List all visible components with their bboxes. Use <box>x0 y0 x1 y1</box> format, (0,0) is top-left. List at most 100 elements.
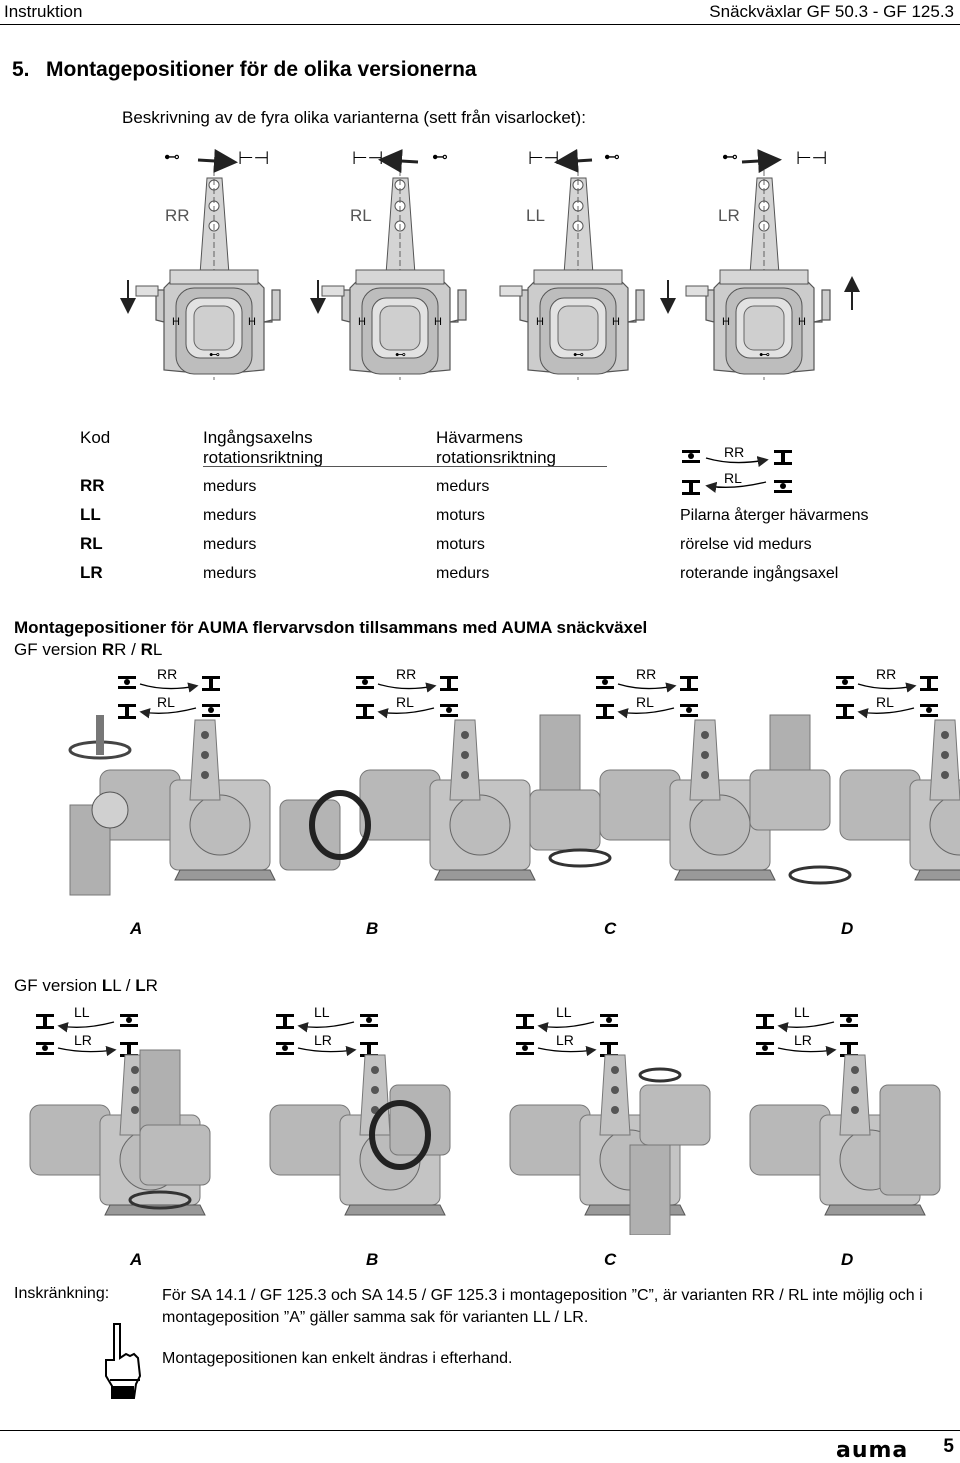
gf-version-rr-rl: GF version RR / RL <box>14 640 162 660</box>
ll-label: LL <box>74 1004 90 1020</box>
photo-d-ll <box>749 1054 941 1216</box>
rl-label: RL <box>396 694 414 710</box>
table-row-lever: moturs <box>436 536 485 553</box>
restriction-label: Inskränkning: <box>14 1285 110 1302</box>
table-row-code: RR <box>80 476 105 495</box>
position-label-d: D <box>841 1250 854 1269</box>
photo-a-ll <box>29 1049 211 1216</box>
lr-label: LR <box>74 1032 92 1048</box>
pointing-hand-icon <box>105 1323 142 1399</box>
gf-version-char: R <box>101 640 115 659</box>
drawing-rr: ⊷ ⊢⊣ <box>120 148 281 381</box>
table-header-lever-line2: rotationsriktning <box>436 448 557 467</box>
rl-label: RL <box>157 694 175 710</box>
position-label-c: C <box>604 1250 617 1269</box>
lr-label: LR <box>794 1032 812 1048</box>
page-number: 5 <box>943 1436 954 1457</box>
table-row-input: medurs <box>203 507 257 524</box>
photo-c-rr <box>529 714 776 881</box>
header-left: Instruktion <box>4 2 83 21</box>
variant-drawings: H H ⊷ ⊷ ⊢⊣ ⊢⊣ ⊷ ⊢⊣ ⊷ ⊷ ⊢⊣ <box>120 148 860 381</box>
gf-version-char: R <box>145 976 158 995</box>
gf-version-char: L <box>135 976 146 995</box>
photo-b-rr <box>279 719 536 881</box>
section-title-text: Montagepositioner för de olika versioner… <box>46 58 477 81</box>
gf-version-char: L / <box>112 976 136 995</box>
rr-label: RR <box>396 666 417 682</box>
rl-label: RL <box>876 694 894 710</box>
header-divider <box>0 24 960 25</box>
ll-label: LL <box>314 1004 330 1020</box>
restriction-note: Montagepositionen kan enkelt ändras i ef… <box>162 1350 513 1367</box>
svg-text:⊢⊣: ⊢⊣ <box>238 148 269 168</box>
photo-c-ll <box>509 1054 711 1235</box>
svg-text:⊢⊣: ⊢⊣ <box>528 148 559 168</box>
svg-text:⊷: ⊷ <box>604 149 620 166</box>
table-row-lever: moturs <box>436 507 485 524</box>
photo-a-rr <box>68 715 276 896</box>
position-label-a: A <box>130 919 143 938</box>
table-row-code: LR <box>80 563 103 582</box>
svg-text:⊷: ⊷ <box>164 149 180 166</box>
section-title: 5. Montagepositioner för de olika version… <box>12 58 477 82</box>
auma-section-title: Montagepositioner för AUMA flervarvsdon … <box>14 618 648 637</box>
header-right: Snäckväxlar GF 50.3 - GF 125.3 <box>709 2 954 21</box>
lr-label: LR <box>314 1032 332 1048</box>
photo-d-rr <box>749 714 960 885</box>
position-label-a: A <box>130 1250 143 1269</box>
variant-label-lr: LR <box>718 206 740 225</box>
legend-note-line2: rörelse vid medurs <box>680 536 812 553</box>
table-row-input: medurs <box>203 565 257 582</box>
gf-version-prefix: GF version <box>14 640 102 659</box>
gf-version-char: L <box>152 640 163 659</box>
table-row-code: LL <box>80 505 101 524</box>
ll-label: LL <box>556 1004 572 1020</box>
table-header-input-line2: rotationsriktning <box>203 448 324 467</box>
legend-note-line1: Pilarna återger hävarmens <box>680 507 869 524</box>
restriction-text: För SA 14.1 / GF 125.3 och SA 14.5 / GF … <box>162 1287 923 1326</box>
svg-text:⊷: ⊷ <box>432 149 448 166</box>
table-header-lever: Hävarmens rotationsriktning <box>436 428 556 468</box>
auma-logo: auma <box>836 1438 909 1463</box>
svg-text:⊢⊣: ⊢⊣ <box>352 148 383 168</box>
ll-lr-photos <box>29 1049 941 1235</box>
drawing-ll: ⊢⊣ ⊷ <box>499 148 676 381</box>
rr-label: RR <box>636 666 657 682</box>
section-description: Beskrivning av de fyra olika varianterna… <box>122 108 586 127</box>
legend-label-bottom: RL <box>724 470 742 486</box>
lr-label: LR <box>556 1032 574 1048</box>
table-header-input-line1: Ingångsaxelns <box>203 428 313 447</box>
gf-version-char: R <box>140 640 153 659</box>
legend-label-top: RR <box>724 444 745 460</box>
rr-label: RR <box>876 666 897 682</box>
table-row-lever: medurs <box>436 478 490 495</box>
table-row-code: RL <box>80 534 103 553</box>
svg-text:⊢⊣: ⊢⊣ <box>796 148 827 168</box>
position-label-b: B <box>366 1250 379 1269</box>
table-header-lever-line1: Hävarmens <box>436 428 523 447</box>
table-row-input: medurs <box>203 536 257 553</box>
svg-text:⊷: ⊷ <box>722 149 738 166</box>
photo-b-ll <box>269 1054 451 1216</box>
position-label-c: C <box>604 919 617 938</box>
table-header-divider <box>203 466 607 467</box>
footer-divider <box>0 1430 960 1431</box>
table-header-code: Kod <box>80 428 111 447</box>
drawing-rl: ⊢⊣ ⊷ <box>310 148 467 381</box>
table-row-lever: medurs <box>436 565 490 582</box>
gf-version-char: R / <box>114 640 141 659</box>
rl-label: RL <box>636 694 654 710</box>
legend-note-line3: roterande ingångsaxel <box>680 565 839 582</box>
rr-rl-photos <box>68 714 960 896</box>
gf-version-char: L <box>101 976 113 995</box>
position-label-d: D <box>841 919 854 938</box>
variant-label-rl: RL <box>350 206 372 225</box>
legend-arrow-symbol <box>682 450 792 495</box>
position-label-b: B <box>366 919 379 938</box>
gf-version-ll-lr: GF version LL / LR <box>14 976 158 996</box>
variant-label-rr: RR <box>165 206 190 225</box>
variant-label-ll: LL <box>526 206 545 225</box>
section-number: 5. <box>12 58 30 81</box>
table-row-input: medurs <box>203 478 257 495</box>
rr-label: RR <box>157 666 178 682</box>
